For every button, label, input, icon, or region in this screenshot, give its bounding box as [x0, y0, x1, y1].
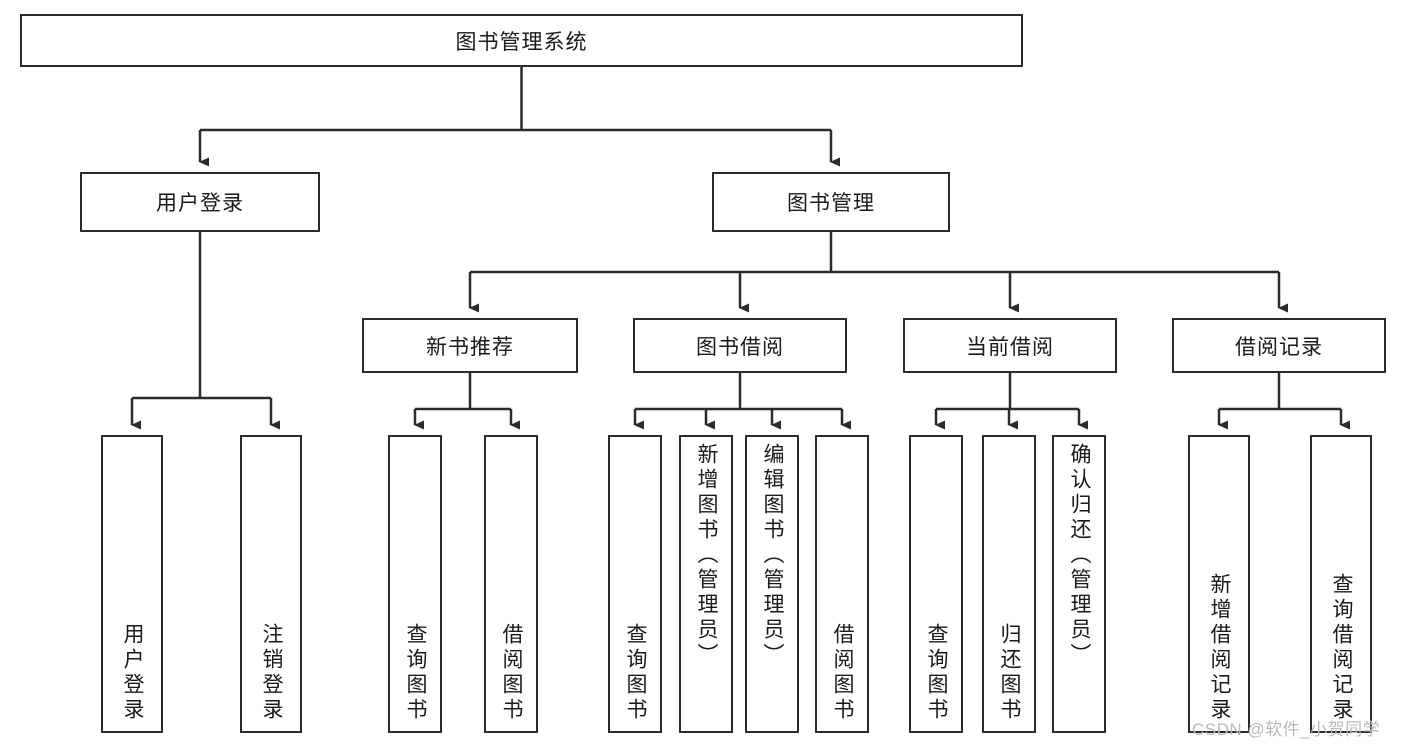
node-leaf-edit-book[interactable]: 编辑图书（管理员）	[745, 435, 799, 733]
node-label: 查询借阅记录	[1330, 573, 1354, 723]
node-leaf-query-record[interactable]: 查询借阅记录	[1310, 435, 1372, 733]
node-label: 借阅记录	[1235, 335, 1323, 359]
node-label: 用户登录	[121, 623, 145, 723]
node-leaf-return-book[interactable]: 归还图书	[982, 435, 1036, 733]
node-root[interactable]: 图书管理系统	[20, 14, 1023, 67]
node-label: 注销登录	[260, 623, 284, 723]
node-label: 查询图书	[925, 623, 949, 723]
node-user-login[interactable]: 用户登录	[80, 172, 320, 232]
node-label: 查询图书	[404, 623, 428, 723]
node-label: 图书管理	[787, 192, 875, 215]
node-label: 确认归还（管理员）	[1068, 443, 1092, 668]
node-leaf-logout[interactable]: 注销登录	[240, 435, 302, 733]
node-label: 归还图书	[998, 623, 1022, 723]
node-book-manage[interactable]: 图书管理	[712, 172, 950, 232]
node-label: 新书推荐	[426, 335, 514, 359]
watermark: CSDN @软件_小贺同学	[1192, 720, 1381, 739]
node-borrow-record[interactable]: 借阅记录	[1172, 318, 1386, 373]
node-label: 用户登录	[156, 192, 244, 215]
node-label: 新增借阅记录	[1208, 573, 1232, 723]
node-leaf-query-book-2[interactable]: 查询图书	[608, 435, 662, 733]
node-leaf-user-login[interactable]: 用户登录	[101, 435, 163, 733]
node-leaf-add-book[interactable]: 新增图书（管理员）	[679, 435, 733, 733]
node-leaf-confirm-return[interactable]: 确认归还（管理员）	[1052, 435, 1106, 733]
node-leaf-borrow-book-2[interactable]: 借阅图书	[815, 435, 869, 733]
node-leaf-query-book-3[interactable]: 查询图书	[909, 435, 963, 733]
node-leaf-query-book-1[interactable]: 查询图书	[388, 435, 442, 733]
node-leaf-add-record[interactable]: 新增借阅记录	[1188, 435, 1250, 733]
node-book-borrow[interactable]: 图书借阅	[633, 318, 847, 373]
node-label: 编辑图书（管理员）	[761, 443, 785, 668]
node-leaf-borrow-book-1[interactable]: 借阅图书	[484, 435, 538, 733]
node-label: 图书管理系统	[455, 30, 588, 54]
node-new-book-rec[interactable]: 新书推荐	[362, 318, 578, 373]
node-label: 图书借阅	[696, 335, 784, 359]
node-current-borrow[interactable]: 当前借阅	[903, 318, 1117, 373]
node-label: 查询图书	[624, 623, 648, 723]
node-label: 当前借阅	[966, 335, 1054, 359]
node-label: 借阅图书	[500, 623, 524, 723]
node-label: 借阅图书	[831, 623, 855, 723]
node-label: 新增图书（管理员）	[695, 443, 719, 668]
